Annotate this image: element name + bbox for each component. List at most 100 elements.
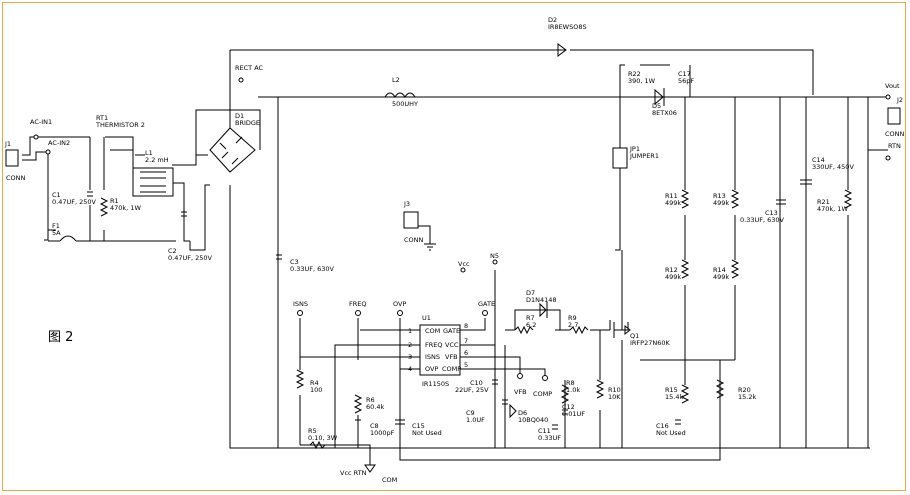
components-r4-value-label: 100 — [310, 386, 322, 394]
components-r14-ref-label: R14 — [713, 266, 726, 274]
components-d7-ref-label: D7 — [526, 289, 535, 297]
u1_pins-p1-left-label: COM — [425, 327, 440, 335]
components-c11-value-label: 0.33UF — [538, 434, 561, 442]
components-c3-ref-label: C3 — [290, 258, 299, 266]
components-r10-value-label: 10K — [608, 393, 621, 401]
net-vout: Vout — [885, 82, 900, 90]
d7-diode-shape — [539, 302, 548, 318]
jp1-jumper-shape — [612, 147, 628, 169]
u1_pins-p2-left-label: FREQ — [425, 341, 442, 349]
labels: 图 2 AC-IN1 AC-IN2 RECT AC Vout RTN Vcc N… — [4, 16, 905, 484]
components-jp1-ref-label: JP1 — [629, 145, 640, 153]
u1_pins-p4-right-label: COMP — [442, 365, 461, 373]
components-d7-value-label: D1N4148 — [526, 296, 557, 304]
components-d5-ref-label: D5 — [652, 102, 661, 110]
components-j2-value-label: CONN — [885, 130, 905, 138]
u1_pins-p1-rnum-label: 8 — [464, 322, 468, 330]
d1-bridge-shape — [209, 127, 256, 173]
components-c2-value-label: 0.47UF, 250V — [168, 254, 213, 262]
net-freq: FREQ — [349, 300, 366, 308]
net-n5: N5 — [490, 252, 499, 260]
u1_pins-p2-num-label: 2 — [408, 341, 412, 349]
u1_pins-p3-rnum-label: 6 — [464, 349, 468, 357]
components-l1-ref-label: L1 — [145, 149, 153, 157]
components-r1-value-label: 470k, 1W — [110, 204, 141, 212]
figure-label: 图 2 — [48, 330, 73, 345]
components-r22-ref-label: R22 — [628, 70, 641, 78]
components-r22-value-label: 390, 1W — [628, 77, 656, 85]
components-r15-ref-label: R15 — [665, 386, 678, 394]
components-j3-value-label: CONN — [404, 236, 424, 244]
net-vfb: VFB — [514, 388, 527, 396]
net-comp: COMP — [533, 390, 552, 398]
f1-fuse-shape — [59, 235, 77, 242]
components-c11-ref-label: C11 — [538, 427, 551, 435]
components-c13-value-label: 0.33UF, 630V — [740, 216, 785, 224]
wires — [22, 49, 888, 465]
components-d6-value-label: 10BQ040 — [518, 416, 548, 424]
components-r12-ref-label: R12 — [665, 266, 678, 274]
components-c17-ref-label: C17 — [678, 70, 691, 78]
components-r11-ref-label: R11 — [665, 192, 678, 200]
components-j2-ref-label: J2 — [896, 96, 903, 104]
components-c9-ref-label: C9 — [466, 409, 475, 417]
components-c16-ref-label: C16 — [656, 422, 669, 430]
parts — [5, 43, 901, 473]
components-r20-ref-label: R20 — [738, 386, 751, 394]
components-q1-ref-label: Q1 — [630, 332, 639, 340]
u1_pins-p4-left-label: OVP — [425, 365, 438, 373]
components-l2-value-label: 500UHY — [392, 100, 418, 108]
components-r8-value-label: 1.0k — [566, 386, 580, 394]
components-r15-value-label: 15.4k — [665, 393, 683, 401]
net-rect-ac: RECT AC — [235, 64, 264, 72]
components-r8-ref-label: R8 — [566, 379, 575, 387]
components-r5-ref-label: R5 — [308, 427, 317, 435]
components-f1-value-label: 5A — [52, 229, 61, 237]
components-c17-value-label: 56pF — [678, 77, 694, 85]
components-r12-value-label: 499k — [665, 273, 681, 281]
components-c8-ref-label: C8 — [370, 422, 379, 430]
components-c10-ref-label: C10 — [470, 379, 483, 387]
components-u1-value-label: IR1150S — [422, 380, 449, 388]
l1-transformer-shape — [132, 167, 174, 197]
components-r4-ref-label: R4 — [310, 379, 319, 387]
components-j1-value-label: CONN — [6, 174, 26, 182]
components-c14-value-label: 330UF, 450V — [812, 163, 854, 171]
components-c12-ref-label: C12 — [562, 403, 575, 411]
u1_pins-p2-right-label: VCC — [445, 341, 459, 349]
components-jp1-value-label: JUMPER1 — [629, 152, 659, 160]
components-d2-ref-label: D2 — [548, 16, 557, 24]
components-r9-value-label: 2.7 — [568, 321, 578, 329]
components-c3-value-label: 0.33UF, 630V — [290, 265, 335, 273]
net-com: COM — [382, 476, 397, 484]
net-ac-in2: AC-IN2 — [48, 139, 70, 147]
components-l2-ref-label: L2 — [392, 76, 400, 84]
components-c1-ref-label: C1 — [52, 191, 61, 199]
components-c15-ref-label: C15 — [412, 422, 425, 430]
components-r7-ref-label: R7 — [526, 314, 535, 322]
net-ovp: OVP — [393, 300, 406, 308]
net-vcc: Vcc — [458, 260, 470, 268]
components-j3-ref-label: J3 — [403, 200, 410, 208]
d5-diode-shape — [654, 88, 665, 106]
components-r13-value-label: 499k — [713, 199, 729, 207]
q1-mosfet-shape — [609, 320, 629, 338]
components-d1-value-label: BRIDGE — [235, 119, 260, 127]
components-c10-value-label: 22UF, 25V — [455, 386, 489, 394]
components-r7-value-label: 6.2 — [526, 321, 536, 329]
components-rt1-value-label: THERMISTOR 2 — [95, 121, 145, 129]
components-c15-value-label: Not Used — [412, 429, 442, 437]
u1_pins-p4-num-label: 4 — [408, 365, 412, 373]
components-rt1-ref-label: RT1 — [96, 114, 108, 122]
j3-connector-shape — [403, 211, 419, 229]
components-r6-value-label: 60.4k — [366, 403, 384, 411]
d2-diode-shape — [540, 43, 567, 57]
components-d5-value-label: 8ETX06 — [652, 109, 677, 117]
components-d6-ref-label: D6 — [518, 409, 527, 417]
components-r6-ref-label: R6 — [366, 396, 375, 404]
net-vcc-rtn: Vcc RTN — [340, 469, 367, 477]
net-rtn: RTN — [888, 142, 901, 150]
net-ac-in1: AC-IN1 — [30, 118, 52, 126]
l2-inductor-shape — [384, 92, 416, 98]
